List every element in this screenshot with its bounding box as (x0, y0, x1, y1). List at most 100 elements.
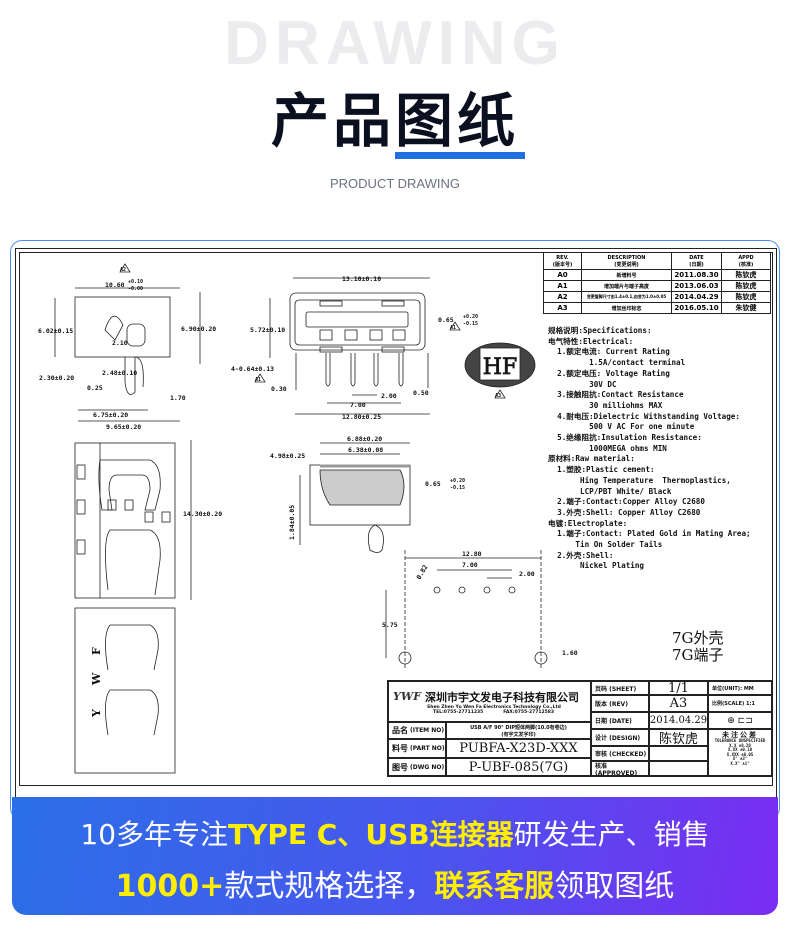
title-underline (395, 152, 525, 159)
dim-label: 6.88±0.20 (347, 435, 382, 443)
promo-banner: 10多年专注TYPE C、USB连接器研发生产、销售 1000+款式规格选择，联… (12, 797, 778, 915)
item-value: USB A/F 90° DIP短体两脚(10.0有卷边)(有宇文发字印) (446, 722, 591, 739)
revision-header: REV. (版本号) (543, 252, 582, 270)
promo-text: 领取图纸 (554, 869, 675, 904)
dim-label: 7.00 (462, 561, 478, 569)
date-cell: 2014.04.29 (671, 291, 722, 303)
tolerance-row: X.X ±0.20 (729, 742, 751, 748)
dim-label: 1.70 (170, 394, 186, 402)
checked-value (649, 746, 708, 761)
promo-highlight: 1000+ (115, 869, 225, 904)
dwg-label: 图号(DWG NO) (388, 758, 446, 776)
sheet-label: 页码 (SHEET) (591, 681, 649, 695)
marking-letter: W (90, 672, 103, 686)
dim-label: 2.48±0.10 (102, 369, 137, 377)
company-name-cn: 深圳市宇文发电子科技有限公司 (425, 690, 580, 704)
revision-header-row: REV. (版本号) DESCRIPTION (变更说明) DATE (日期) … (543, 252, 771, 270)
approved-label: 核准 (APPROVED) (591, 761, 649, 777)
approved-value (649, 761, 708, 776)
date-cell: 2016.05.10 (671, 302, 722, 314)
dim-label: 2.10 (112, 339, 128, 347)
section-view (299, 442, 411, 553)
rev-cell: A2 (543, 291, 582, 303)
shell-note: 7G外壳 (672, 629, 724, 647)
design-value: 陈钦虎 (649, 729, 708, 747)
appd-cell: 陈钦虎 (721, 280, 771, 292)
promo-line-2: 1000+款式规格选择，联系客服领取图纸 (12, 861, 778, 905)
page-subtitle: PRODUCT DRAWING (330, 176, 460, 191)
rev-marker: A2 (120, 267, 126, 273)
dim-label: +0.20 (463, 314, 478, 320)
company-logo: YWF (393, 690, 422, 703)
dim-label: 0.25 (87, 384, 103, 392)
part-value: PUBFA-X23D-XXX (446, 739, 591, 758)
promo-line-1: 10多年专注TYPE C、USB连接器研发生产、销售 (12, 813, 778, 853)
dim-label: 6.38±0.08 (348, 446, 383, 454)
dim-label: 0.65 (438, 316, 454, 324)
date-cell: 2011.08.30 (671, 269, 722, 281)
part-label-cn: 料号 (392, 744, 408, 753)
item-label-en: (ITEM NO) (410, 727, 445, 734)
pcb-layout (385, 550, 548, 670)
checked-label: 审核 (CHECKED) (591, 746, 649, 761)
dim-label: 2.00 (519, 570, 535, 578)
dim-label: 14.30±0.20 (183, 510, 222, 518)
rev-cell: A3 (543, 302, 582, 314)
desc-cell: 增加端片与端子高度 (581, 280, 672, 292)
marking-letter: Y (90, 709, 103, 718)
design-label: 设计 (DESIGN) (591, 729, 649, 746)
company-name-en: Shen Zhen Yu Wen Fa Electronics Technolo… (427, 704, 561, 710)
revision-header: DATE (日期) (671, 252, 722, 270)
dim-label: 12.80 (462, 550, 482, 558)
dim-label: 2.00 (381, 392, 397, 400)
dwg-label-cn: 图号 (392, 762, 408, 772)
dim-label: 6.02±0.15 (38, 327, 73, 335)
promo-text: 款式规格选择， (224, 869, 435, 904)
part-label-en: (PART NO) (410, 745, 445, 752)
marking-letter: F (90, 647, 103, 655)
projection-symbol-icon: ⊕ ⊏⊐ (708, 712, 772, 729)
rev-marker: A1 (255, 377, 261, 383)
item-label: 品名(ITEM NO) (388, 722, 446, 739)
tolerance-row: X.XXX ±0.05 (726, 751, 754, 757)
dim-label: 7.00 (350, 401, 366, 409)
dim-label: -0.15 (463, 321, 478, 327)
dim-label: 0.82 (415, 563, 430, 581)
dim-label: 6.75±0.20 (93, 411, 128, 419)
dim-label: +0.10 (128, 279, 143, 285)
bottom-view (74, 440, 192, 774)
revision-header: APPD (核准) (721, 252, 771, 270)
tolerance-row: X.X° ±1° (730, 760, 750, 766)
desc-cell: 新增料号 (581, 269, 672, 281)
tolerance-row: X° ±3° (732, 756, 748, 762)
title-block: YWF 深圳市宇文发电子科技有限公司 Shen Zhen Yu Wen Fa E… (387, 680, 773, 777)
date-value: 2014.04.29 (649, 712, 708, 729)
company-cell: YWF 深圳市宇文发电子科技有限公司 Shen Zhen Yu Wen Fa E… (388, 681, 591, 722)
rev-cell: A1 (543, 280, 582, 292)
desc-cell: 增加丝印标志 (581, 302, 672, 314)
scale-label: 比例(SCALE) 1:1 (708, 695, 772, 712)
hf-logo: HF (464, 342, 536, 399)
item-value-line1: USB A/F 90° DIP短体两脚(10.0有卷边) (470, 724, 567, 731)
unit-label: 单位(UNIT): MM (708, 681, 772, 695)
promo-highlight: 联系客服 (434, 869, 555, 904)
dim-label: 5.75 (382, 621, 398, 629)
company-tel: TEL:0755-27711235 (433, 709, 484, 715)
side-view (54, 263, 201, 422)
rev-cell: A0 (543, 269, 582, 281)
dim-label: 0.30 (271, 385, 287, 393)
item-label-cn: 品名 (392, 726, 408, 735)
dim-label: 1.84±0.05 (288, 505, 296, 540)
dim-label: 12.80±0.25 (342, 413, 381, 421)
item-value-line2: (有宇文发字印) (501, 731, 536, 738)
dwg-value: P-UBF-085(7G) (446, 758, 591, 776)
part-label: 料号(PART NO) (388, 739, 446, 758)
promo-highlight: TYPE C、USB连接器 (228, 818, 514, 851)
terminal-note: 7G端子 (672, 646, 724, 664)
dim-label: 10.60 (105, 281, 125, 289)
page-title: 产品图纸 (270, 87, 519, 155)
